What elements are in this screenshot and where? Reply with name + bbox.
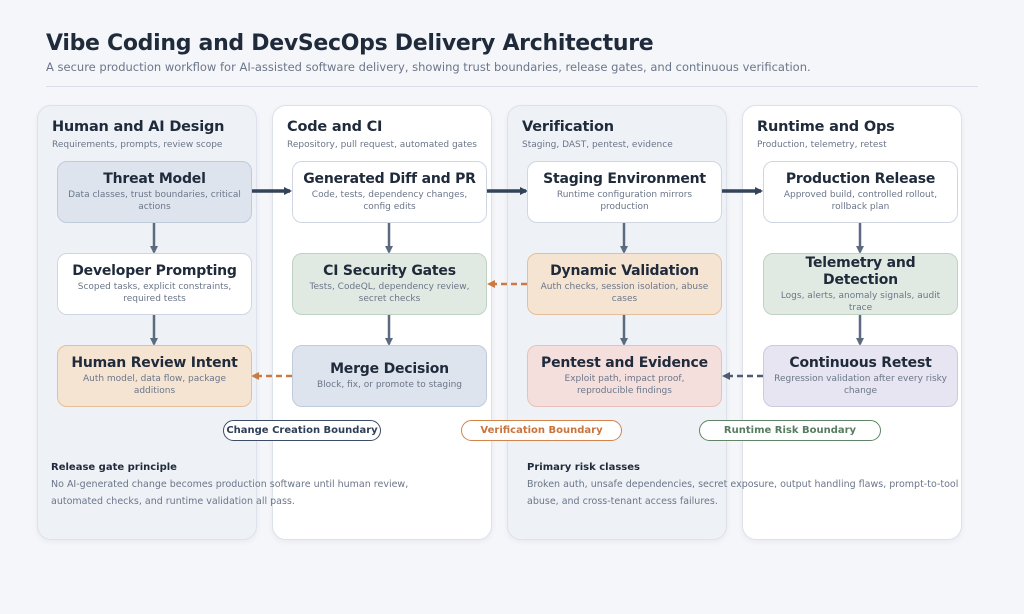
node-telemetry-and-detection[interactable]: Telemetry and Detection Logs, alerts, an…	[763, 253, 958, 315]
lane-subtitle: Requirements, prompts, review scope	[52, 140, 223, 150]
node-title: Merge Decision	[330, 361, 449, 377]
node-pentest-and-evidence[interactable]: Pentest and Evidence Exploit path, impac…	[527, 345, 722, 407]
note-risk-classes-body: Broken auth, unsafe dependencies, secret…	[527, 477, 958, 510]
node-desc: Data classes, trust boundaries, critical…	[68, 190, 241, 212]
note-line: No AI-generated change becomes productio…	[51, 479, 409, 490]
node-generated-diff-and-pr[interactable]: Generated Diff and PR Code, tests, depen…	[292, 161, 487, 223]
boundary-change-creation: Change Creation Boundary	[223, 420, 381, 441]
lane-title: Verification	[522, 119, 614, 135]
header-divider	[46, 86, 978, 87]
node-desc: Regression validation after every risky …	[774, 374, 947, 396]
note-line: automated checks, and runtime validation…	[51, 495, 295, 507]
note-line: Broken auth, unsafe dependencies, secret…	[527, 479, 959, 490]
page-title: Vibe Coding and DevSecOps Delivery Archi…	[46, 31, 654, 56]
lane-title: Code and CI	[287, 119, 383, 135]
lane-title: Runtime and Ops	[757, 119, 895, 135]
node-dynamic-validation[interactable]: Dynamic Validation Auth checks, session …	[527, 253, 722, 315]
node-title: Production Release	[785, 171, 936, 187]
lane-subtitle: Repository, pull request, automated gate…	[287, 140, 477, 150]
note-release-gate-body: No AI-generated change becomes productio…	[51, 477, 408, 510]
node-threat-model[interactable]: Threat Model Data classes, trust boundar…	[57, 161, 252, 223]
node-desc: Logs, alerts, anomaly signals, audit tra…	[780, 290, 941, 313]
node-continuous-retest[interactable]: Continuous Retest Regression validation …	[763, 345, 958, 407]
node-developer-prompting[interactable]: Developer Prompting Scoped tasks, explic…	[57, 253, 252, 315]
node-title: Continuous Retest	[789, 355, 932, 371]
lane-title: Human and AI Design	[52, 119, 225, 135]
node-title: Staging Environment	[543, 171, 706, 187]
node-desc: Scoped tasks, explicit constraints, requ…	[77, 282, 232, 304]
node-title: Dynamic Validation	[550, 263, 699, 279]
note-release-gate-title: Release gate principle	[51, 462, 177, 473]
lane-subtitle: Production, telemetry, retest	[757, 140, 887, 150]
node-desc: Code, tests, dependency changes, config …	[311, 190, 468, 212]
node-desc: Auth checks, session isolation, abuse ca…	[540, 282, 709, 304]
node-desc: Approved build, controlled rollout, roll…	[783, 190, 938, 212]
node-desc: Runtime configuration mirrors production	[556, 190, 693, 212]
node-title: Telemetry and Detection	[805, 254, 916, 288]
node-desc: Tests, CodeQL, dependency review, secret…	[309, 282, 470, 304]
boundary-verification: Verification Boundary	[461, 420, 622, 441]
node-title: Human Review Intent	[71, 355, 238, 371]
node-desc: Auth model, data flow, package additions	[82, 374, 227, 396]
node-title: Developer Prompting	[72, 263, 237, 279]
node-human-review-intent[interactable]: Human Review Intent Auth model, data flo…	[57, 345, 252, 407]
note-line: abuse, and cross-tenant access failures.	[527, 495, 718, 507]
node-title: Threat Model	[103, 171, 206, 187]
node-title: Generated Diff and PR	[303, 171, 476, 187]
node-title: CI Security Gates	[323, 263, 456, 279]
node-desc: Exploit path, impact proof, reproducible…	[564, 374, 685, 396]
node-merge-decision[interactable]: Merge Decision Block, fix, or promote to…	[292, 345, 487, 407]
node-desc: Block, fix, or promote to staging	[316, 380, 463, 390]
lane-subtitle: Staging, DAST, pentest, evidence	[522, 140, 673, 150]
boundary-runtime-risk: Runtime Risk Boundary	[699, 420, 881, 441]
note-risk-classes-title: Primary risk classes	[527, 462, 640, 473]
node-staging-environment[interactable]: Staging Environment Runtime configuratio…	[527, 161, 722, 223]
node-title: Pentest and Evidence	[541, 355, 708, 371]
node-ci-security-gates[interactable]: CI Security Gates Tests, CodeQL, depende…	[292, 253, 487, 315]
node-production-release[interactable]: Production Release Approved build, contr…	[763, 161, 958, 223]
page-subtitle: A secure production workflow for AI-assi…	[46, 60, 811, 74]
